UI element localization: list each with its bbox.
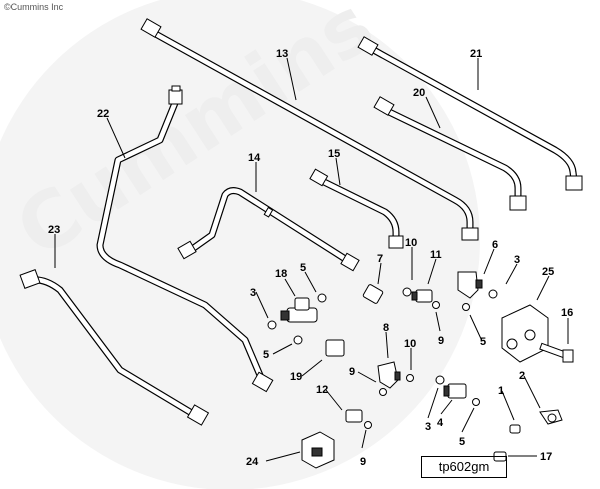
oring-10a — [402, 287, 412, 297]
callout-23: 23 — [48, 224, 60, 236]
oring-9c — [364, 421, 372, 429]
callout-2: 2 — [519, 370, 525, 382]
clip-1 — [509, 424, 521, 434]
oring-5b — [317, 293, 327, 303]
callout-13: 13 — [276, 48, 288, 60]
callout-3c: 3 — [425, 421, 431, 433]
clamp-2 — [539, 409, 563, 425]
bolt-16 — [539, 342, 574, 363]
callout-5d: 5 — [459, 436, 465, 448]
callout-5b: 5 — [263, 349, 269, 361]
tube-22 — [96, 85, 274, 393]
bracket-24 — [301, 431, 335, 469]
copyright-notice: ©Cummins Inc — [4, 2, 64, 12]
leader-lines — [54, 57, 569, 462]
callout-20: 20 — [413, 87, 425, 99]
oring-3a — [267, 320, 277, 330]
tube-23 — [19, 269, 210, 426]
figure-code-box: tp602gm — [421, 456, 507, 478]
callout-6: 6 — [492, 239, 498, 251]
callout-10a: 10 — [405, 237, 417, 249]
block-25 — [501, 304, 549, 363]
callout-25: 25 — [542, 266, 554, 278]
callout-19: 19 — [290, 371, 302, 383]
callout-5a: 5 — [300, 262, 306, 274]
callout-22: 22 — [97, 108, 109, 120]
oring-5c — [462, 303, 470, 311]
callout-15: 15 — [328, 148, 340, 160]
adapter-12 — [345, 409, 363, 423]
adapter-4 — [443, 383, 467, 399]
cap-19 — [325, 339, 345, 357]
oring-5d — [472, 398, 480, 406]
callout-4: 4 — [437, 417, 444, 429]
tee-fitting-18 — [280, 297, 318, 323]
callout-8: 8 — [383, 322, 389, 334]
callout-11: 11 — [430, 249, 442, 261]
adapter-11 — [411, 289, 433, 303]
callout-5c: 5 — [480, 336, 486, 348]
callout-9b: 9 — [349, 366, 355, 378]
callout-17: 17 — [540, 451, 552, 463]
tube-14 — [177, 187, 360, 272]
tube-21 — [357, 36, 583, 191]
elbow-6 — [457, 271, 483, 299]
tube-13 — [140, 18, 479, 241]
oring-9a — [432, 301, 440, 309]
oring-3c — [435, 375, 445, 385]
oring-10b — [406, 374, 414, 382]
oring-5a — [293, 335, 303, 345]
callout-18: 18 — [275, 268, 287, 280]
callout-3a: 3 — [514, 254, 520, 266]
callouts: 13 21 20 22 14 15 23 10 11 6 3 25 7 18 5… — [48, 48, 573, 468]
callout-1: 1 — [498, 385, 504, 397]
oring-3b — [488, 289, 498, 299]
callout-24: 24 — [246, 456, 259, 468]
tube-20 — [373, 96, 527, 211]
callout-9c: 9 — [360, 456, 366, 468]
callout-12: 12 — [316, 384, 328, 396]
callout-14: 14 — [248, 152, 261, 164]
oring-9b — [379, 388, 387, 396]
callout-10b: 10 — [404, 338, 416, 350]
callout-3b: 3 — [250, 287, 256, 299]
callout-9a: 9 — [438, 335, 444, 347]
callout-7: 7 — [377, 253, 383, 265]
elbow-8 — [377, 361, 401, 389]
nut-7 — [362, 284, 384, 304]
callout-16: 16 — [561, 307, 573, 319]
callout-21: 21 — [470, 48, 482, 60]
tube-15 — [309, 168, 404, 249]
